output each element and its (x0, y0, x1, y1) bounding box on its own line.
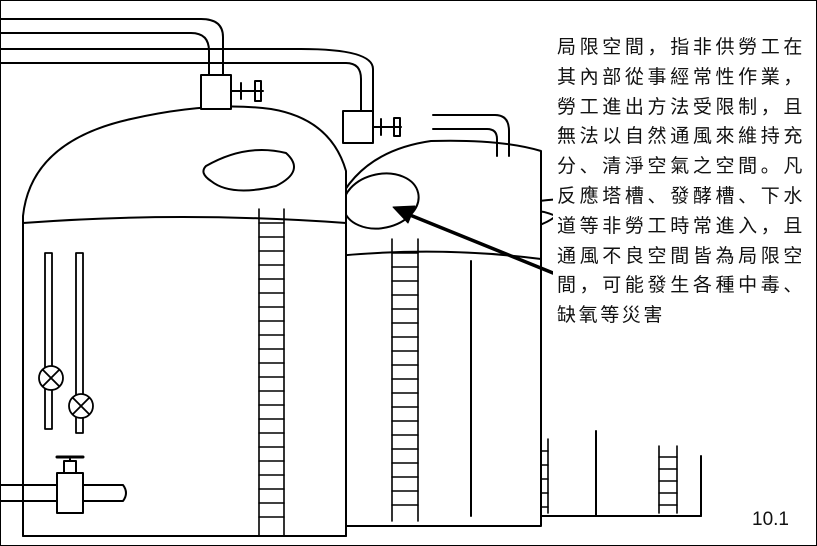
drain-valve (1, 455, 127, 514)
figure-number: 10.1 (752, 509, 789, 530)
level-gauges (38, 252, 94, 434)
tank-1-ladder (258, 208, 285, 537)
tank-1 (1, 18, 347, 537)
tank-2-ladder (391, 238, 419, 522)
tank-1-manhole (202, 148, 295, 192)
caption-text: 局限空間，指非供勞工在其內部從事經常性作業，勞工進出方法受限制，且無法以自然通風… (553, 33, 811, 335)
tank-4-ladder (658, 445, 678, 514)
pointer-arrow (392, 205, 555, 275)
tank-2 (1, 48, 542, 527)
